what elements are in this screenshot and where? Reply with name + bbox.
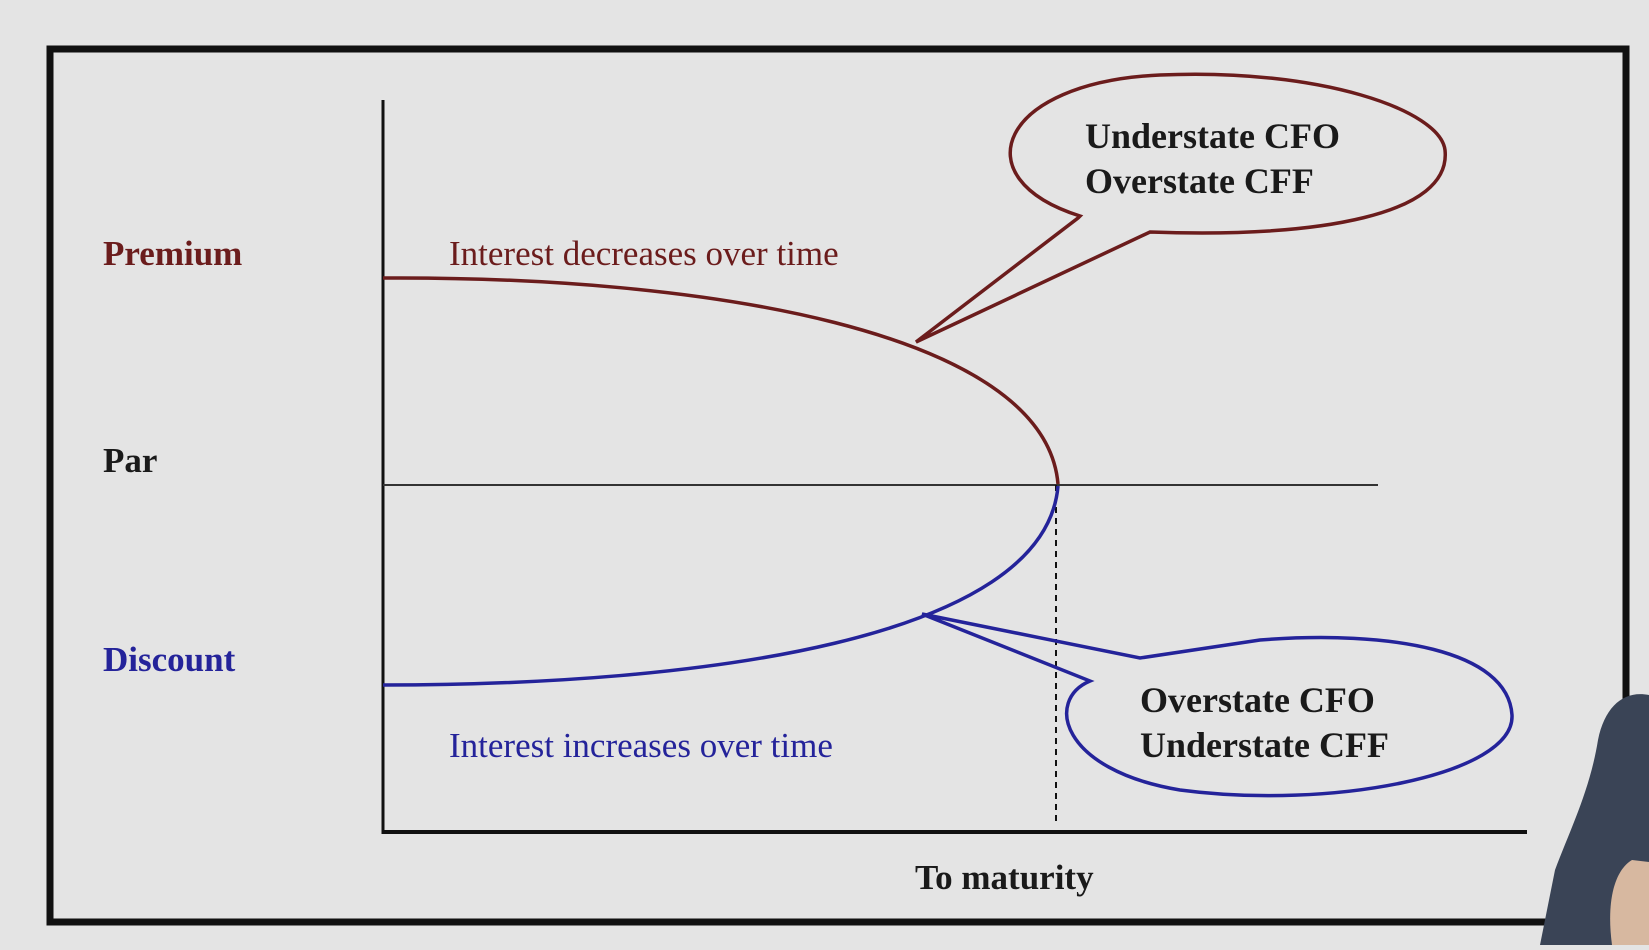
- discount-callout-bubble: [921, 612, 1514, 798]
- discount-callout-line2: Understate CFF: [1140, 725, 1389, 765]
- par-label: Par: [103, 441, 157, 480]
- premium-label: Premium: [103, 234, 242, 273]
- presenter-video-overlay: [1540, 694, 1649, 945]
- premium-callout-line2: Overstate CFF: [1085, 161, 1314, 201]
- discount-curve-caption: Interest increases over time: [449, 726, 833, 765]
- premium-callout-line1: Understate CFO: [1085, 116, 1340, 156]
- premium-curve-caption: Interest decreases over time: [449, 234, 839, 273]
- discount-label: Discount: [103, 640, 236, 679]
- slide-frame: [46, 45, 1630, 926]
- premium-curve: [382, 276, 1060, 485]
- discount-callout-line1: Overstate CFO: [1140, 680, 1375, 720]
- premium-callout-bubble: [914, 72, 1447, 344]
- discount-curve: [382, 485, 1060, 687]
- x-axis-label: To maturity: [915, 858, 1094, 897]
